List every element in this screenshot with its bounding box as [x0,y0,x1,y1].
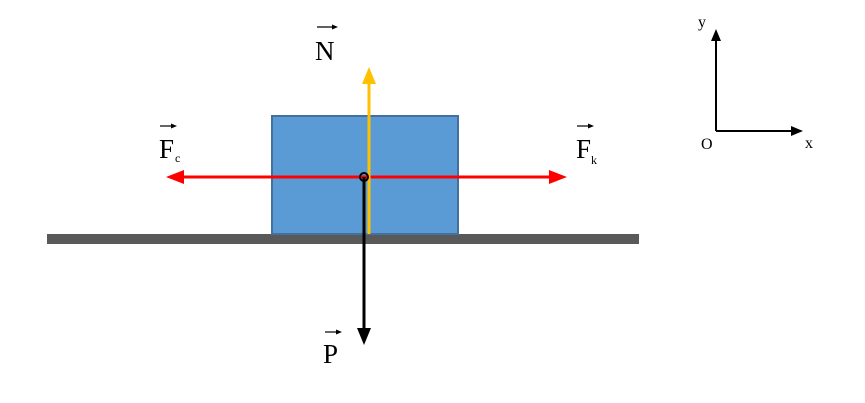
application-point [359,172,369,182]
weight-force-label: P [323,329,342,369]
vector-bar-head [588,123,594,129]
weight-force-symbol: P [323,339,338,369]
vector-bar-head [336,329,342,335]
normal-force-head [362,67,376,84]
weight-force-head [357,328,371,345]
x-axis-label: x [805,135,813,152]
vector-bar-head [171,123,177,129]
y-axis-label: y [698,14,706,31]
weight-force-arrow [357,177,371,345]
force-arrow-left-head [166,170,184,184]
normal-force-symbol: N [315,36,335,66]
origin-label: O [701,136,713,153]
left-force-subscript: c [175,151,180,165]
right-force-subscript: k [591,153,597,167]
ground-surface [47,234,639,244]
right-force-label: F k [576,123,597,167]
force-arrow-right-head [549,170,567,184]
y-axis-arrowhead [711,29,721,41]
normal-force-label: N [315,24,338,66]
left-force-label: F c [159,123,180,165]
x-axis-arrowhead [791,126,803,136]
normal-force-arrow [362,67,376,234]
right-force-symbol: F [576,134,591,164]
coordinate-axes: y x O [698,14,813,153]
vector-bar-head [332,24,338,30]
friction-force-arrows [166,170,567,184]
left-force-symbol: F [159,134,174,164]
